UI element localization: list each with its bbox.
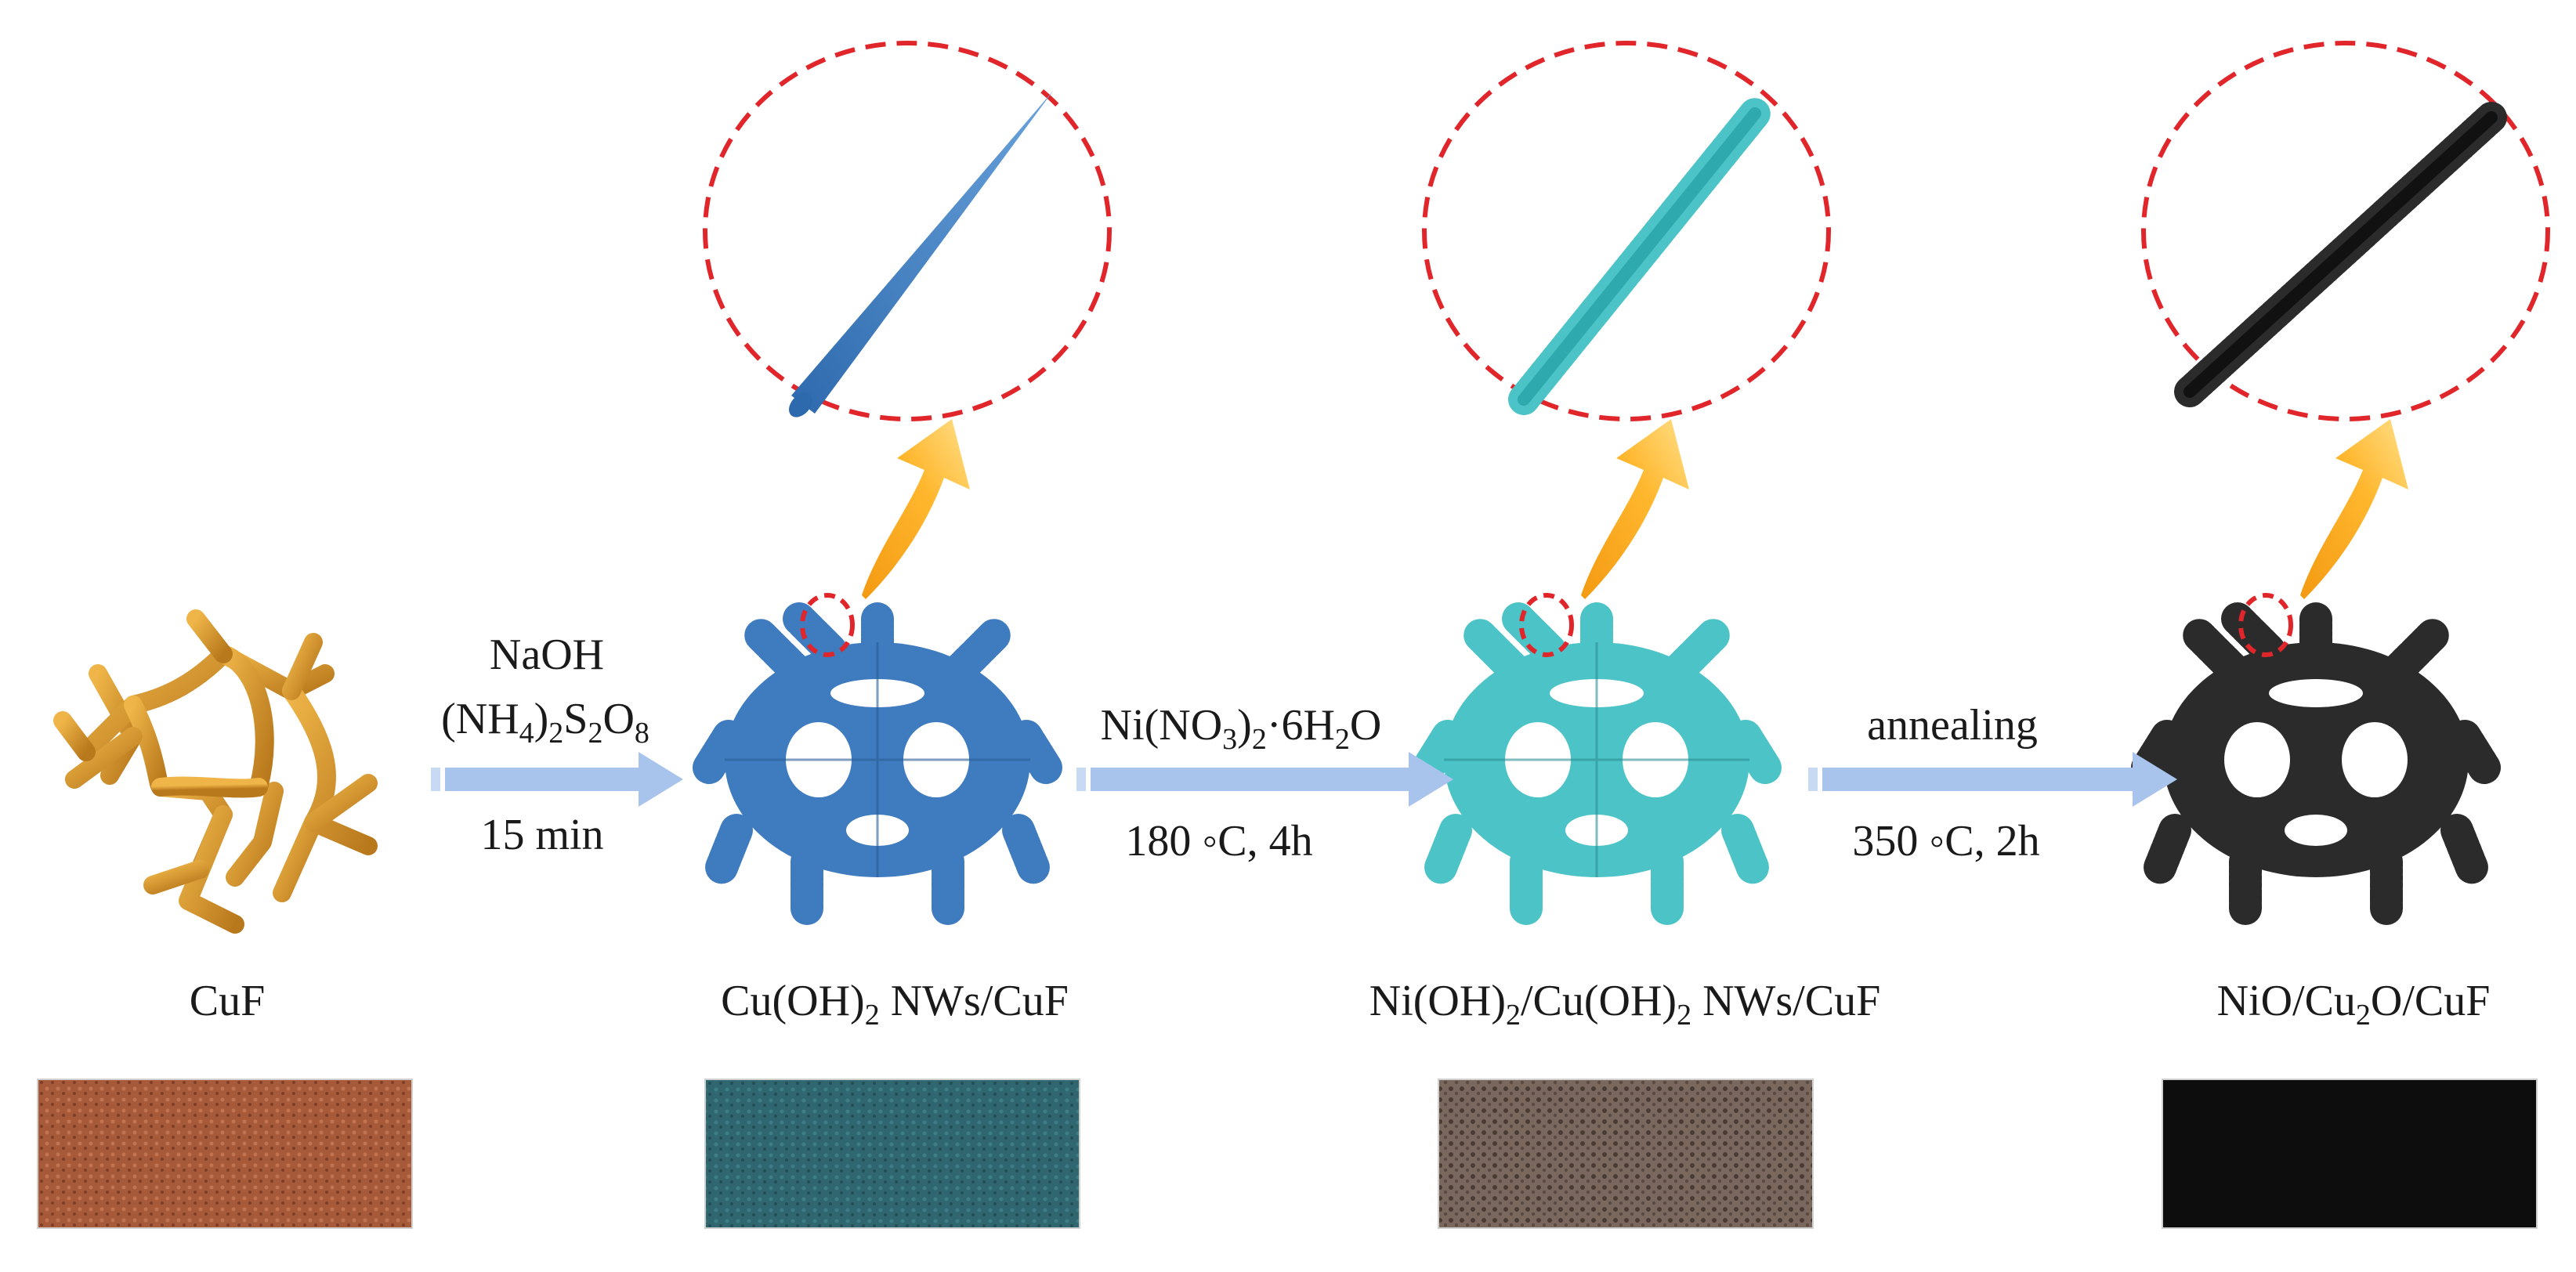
nanowire-zoom-icon xyxy=(2174,102,2507,407)
process-arrow-icon xyxy=(1076,752,1453,807)
formula-text: 180 ◦C, 4h xyxy=(1125,817,1313,865)
arrow1-above-line2: (NH4)2S2O8 xyxy=(441,695,649,748)
formula-text: annealing xyxy=(1867,701,2038,750)
zoom-ellipse xyxy=(2141,41,2550,421)
formula-text: NiO/Cu xyxy=(2216,977,2356,1025)
process-arrow-icon xyxy=(1808,752,2177,807)
step-label-nio: NiO/Cu2O/CuF xyxy=(2216,977,2491,1030)
formula-subscript: 2 xyxy=(588,717,603,750)
formula-subscript: 2 xyxy=(1251,723,1267,756)
sample-photo-cuf xyxy=(37,1079,413,1229)
formula-text: O/CuF xyxy=(2370,977,2491,1025)
zoom-region-marker xyxy=(1519,593,1574,657)
formula-subscript: 2 xyxy=(548,717,564,750)
formula-text: S xyxy=(563,695,588,743)
formula-text: O xyxy=(1349,701,1382,750)
curved-zoom-arrow-icon xyxy=(862,419,970,599)
formula-text: ·6H xyxy=(1266,701,1335,750)
zoom-region-marker xyxy=(2238,593,2293,657)
nanowire-foam-icon xyxy=(1412,602,1782,925)
arrow1-below-line1: 15 min xyxy=(480,813,603,857)
formula-subscript: 2 xyxy=(864,999,880,1032)
arrow1-above-line1: NaOH xyxy=(490,633,604,677)
formula-text: NaOH xyxy=(489,631,605,679)
formula-text: ) xyxy=(534,695,549,743)
formula-text: NWs/CuF xyxy=(1691,977,1881,1025)
formula-subscript: 2 xyxy=(1334,723,1350,756)
zoom-ellipse xyxy=(1422,41,1831,421)
formula-text: 15 min xyxy=(480,811,604,859)
formula-subscript: 2 xyxy=(1505,999,1521,1032)
formula-text: NWs/CuF xyxy=(879,977,1069,1025)
nanowire-zoom-icon xyxy=(789,90,1054,417)
formula-text: 350 ◦C, 2h xyxy=(1852,817,2040,865)
process-arrow-icon xyxy=(431,752,683,807)
sample-photo-cuoh xyxy=(704,1079,1080,1229)
arrow2-below-line1: 180 ◦C, 4h xyxy=(1125,819,1312,863)
formula-text: (NH xyxy=(441,695,519,743)
nanowire-foam-icon xyxy=(2131,602,2501,925)
zoom-region-marker xyxy=(800,593,855,657)
formula-subscript: 8 xyxy=(634,717,649,750)
formula-text: Cu(OH) xyxy=(721,977,865,1025)
formula-text: O xyxy=(602,695,635,743)
zoom-ellipse xyxy=(703,41,1112,421)
formula-subscript: 2 xyxy=(1677,999,1692,1032)
arrow3-above-line1: annealing xyxy=(1867,703,2038,747)
arrow3-below-line1: 350 ◦C, 2h xyxy=(1852,819,2039,863)
formula-subscript: 2 xyxy=(2355,999,2371,1032)
curved-zoom-arrow-icon xyxy=(1581,419,1689,599)
curved-zoom-arrow-icon xyxy=(2300,419,2408,599)
sample-photo-nio xyxy=(2162,1079,2538,1229)
formula-text: /Cu(OH) xyxy=(1520,977,1677,1025)
formula-subscript: 4 xyxy=(519,717,534,750)
step-label-cuf: CuF xyxy=(189,977,266,1025)
formula-text: Ni(NO xyxy=(1100,701,1223,750)
formula-subscript: 3 xyxy=(1222,723,1238,756)
formula-text: Ni(OH) xyxy=(1369,977,1506,1025)
sample-photo-nioh xyxy=(1438,1079,1814,1229)
copper-foam-icon xyxy=(53,609,378,934)
step-label-nioh: Ni(OH)2/Cu(OH)2 NWs/CuF xyxy=(1369,977,1881,1030)
arrow2-above-line1: Ni(NO3)2·6H2O xyxy=(1100,701,1382,754)
formula-text: ) xyxy=(1237,701,1252,750)
nanowire-zoom-icon xyxy=(1508,98,1771,415)
nanowire-foam-icon xyxy=(693,602,1062,925)
step-label-cuoh: Cu(OH)2 NWs/CuF xyxy=(721,977,1069,1030)
